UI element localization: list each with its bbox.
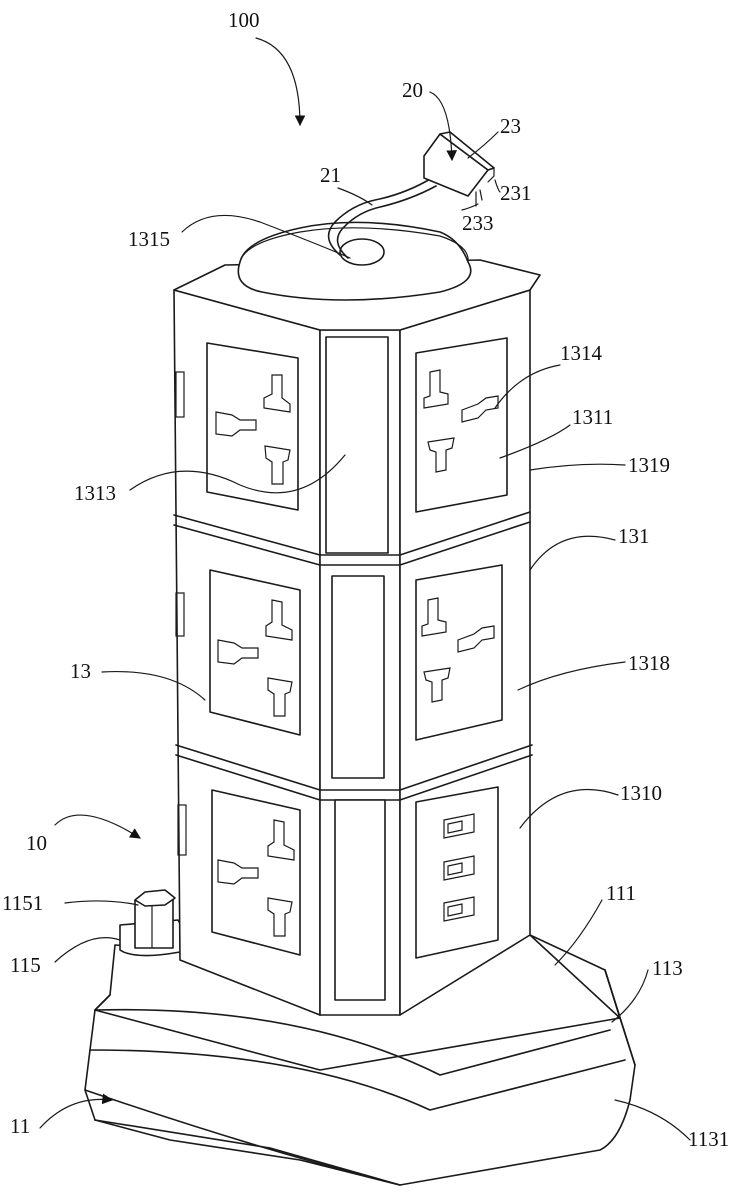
label-115: 115 — [10, 953, 41, 977]
label-231: 231 — [500, 181, 532, 205]
label-1318: 1318 — [628, 651, 670, 675]
label-1131: 1131 — [688, 1127, 729, 1151]
label-1311: 1311 — [572, 405, 613, 429]
top-cap-1315 — [238, 222, 470, 300]
label-13: 13 — [70, 659, 91, 683]
label-1313: 1313 — [74, 481, 116, 505]
label-11: 11 — [10, 1114, 30, 1138]
label-113: 113 — [652, 956, 683, 980]
label-111: 111 — [606, 881, 636, 905]
label-1315: 1315 — [128, 227, 170, 251]
label-233: 233 — [462, 211, 494, 235]
label-23: 23 — [500, 114, 521, 138]
label-20: 20 — [402, 78, 423, 102]
label-1151: 1151 — [2, 891, 43, 915]
label-100: 100 — [228, 8, 260, 32]
label-1319: 1319 — [628, 453, 670, 477]
label-1314: 1314 — [560, 341, 603, 365]
plug-23 — [424, 132, 494, 206]
label-131: 131 — [618, 524, 650, 548]
label-21: 21 — [320, 163, 341, 187]
label-1310: 1310 — [620, 781, 662, 805]
tower-13 — [174, 260, 540, 1015]
label-10: 10 — [26, 831, 47, 855]
